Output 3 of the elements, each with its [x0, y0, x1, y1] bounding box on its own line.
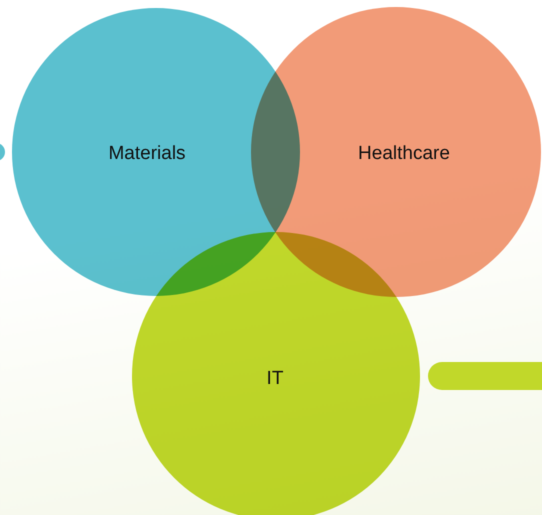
circle-label: IT: [266, 368, 284, 390]
circle-label: Healthcare: [358, 143, 450, 165]
circle-label: Materials: [108, 143, 186, 165]
